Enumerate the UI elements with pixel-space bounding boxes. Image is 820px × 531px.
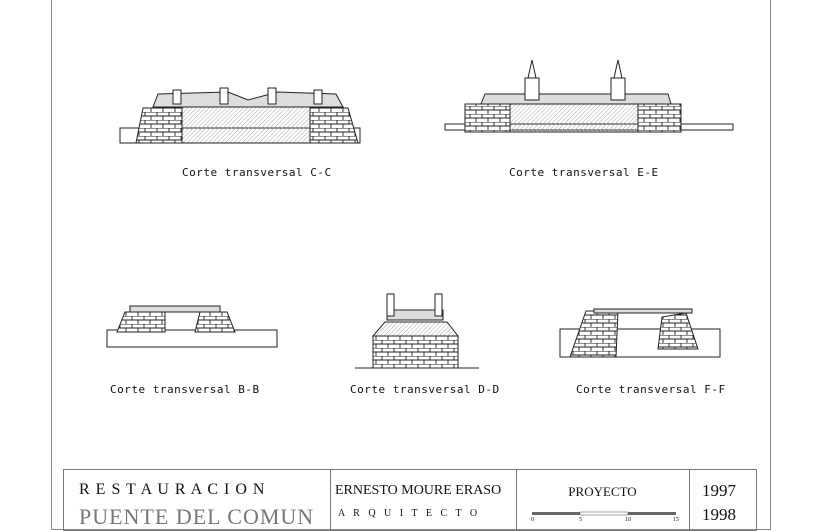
- year-start: 1997: [702, 481, 736, 500]
- scale-label-15: 15: [673, 517, 679, 523]
- section-cc-drawing: [119, 87, 361, 144]
- title-line-1: R E S T A U R A C I O N: [79, 481, 266, 498]
- section-bb-drawing: [106, 305, 278, 348]
- author-name: ERNESTO MOURE ERASO: [335, 483, 502, 498]
- date-cell: 1997 1998: [689, 470, 756, 530]
- title-block: R E S T A U R A C I O N PUENTE DEL COMUN…: [63, 469, 757, 531]
- author-cell: ERNESTO MOURE ERASO A R Q U I T E C T O: [330, 470, 517, 530]
- scale-label-0: 0: [531, 517, 534, 523]
- year-end: 1998: [702, 505, 736, 524]
- section-ff-drawing: [559, 308, 721, 358]
- section-dd-drawing: [355, 293, 479, 369]
- section-ee-caption: Corte transversal E-E: [509, 166, 659, 179]
- title-line-2: PUENTE DEL COMUN: [79, 504, 315, 529]
- section-cc-caption: Corte transversal C-C: [182, 166, 332, 179]
- scale-label-5: 5: [579, 517, 582, 523]
- section-dd-caption: Corte transversal D-D: [350, 383, 500, 396]
- title-cell: R E S T A U R A C I O N PUENTE DEL COMUN: [64, 470, 331, 530]
- project-cell: PROYECTO 0 5 10 15: [516, 470, 690, 530]
- scale-label-10: 10: [625, 517, 631, 523]
- section-bb-caption: Corte transversal B-B: [110, 383, 260, 396]
- section-ee-drawing: [444, 59, 734, 133]
- author-role: A R Q U I T E C T O: [338, 508, 481, 519]
- scale-bar: [532, 511, 676, 516]
- section-ff-caption: Corte transversal F-F: [576, 383, 726, 396]
- project-stage: PROYECTO: [568, 484, 637, 499]
